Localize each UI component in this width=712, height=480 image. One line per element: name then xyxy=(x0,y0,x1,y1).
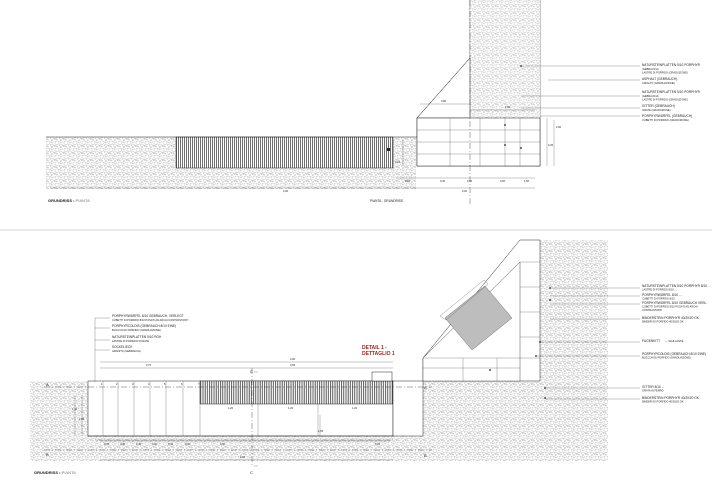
bottom-title: GRUNDRISS • PIANTA xyxy=(34,470,76,475)
cobble-wall-right xyxy=(540,240,608,385)
dim-top-3: 0,40 xyxy=(440,179,446,183)
grate-bottom xyxy=(199,380,394,405)
top-note-line: (GEBRAUCH) xyxy=(642,94,659,98)
detail-label: DETAIL 1 - xyxy=(362,345,387,351)
left-note-title: SOCKEL/ECK xyxy=(112,345,133,349)
right-note-line: LASTRE DI PORFIDO 8/10 ... xyxy=(642,288,677,292)
dim-bottom-1: 3,50 xyxy=(290,363,296,367)
dim-top-6: 1,50 xyxy=(524,179,530,183)
dim-bottom-13: 0,40 xyxy=(220,442,226,446)
bottom-plan: A A B B C C 1 2 3 4 5 6 7 4,00 3,50 3,70… xyxy=(30,239,711,475)
dim-bottom-14: 4,00 xyxy=(240,455,246,459)
right-note-title: NATURSTEINPLATTEN 5/10 PORPHYR 8/10 ... xyxy=(642,284,711,288)
left-note-title: PORPHYRWÜRFEL 8/10 GEBRAUCH, VERLEGT xyxy=(112,314,184,318)
section-mark-c-top: C xyxy=(250,369,253,374)
dim-bottom-11: 0,40 xyxy=(168,442,174,446)
top-note-line: (GEBRAUCH) xyxy=(642,67,659,71)
dim-top-10: 0,15 xyxy=(395,160,401,164)
top-note-title: ASPHALT (GEBRAUCH) xyxy=(642,77,677,81)
dim-bottom-6: 1,40 xyxy=(72,407,78,411)
right-note-line: CONTRASTANTI xyxy=(642,308,662,312)
dim-top-5: 3,60 xyxy=(500,179,506,183)
right-note-line: GRATA IN FERRO xyxy=(642,389,664,393)
dim-top-2: 0,65 xyxy=(405,179,411,183)
right-note-line: BINDERI DI PORFIDO 40/20/20 OK xyxy=(642,320,684,324)
section-mark-a-left: A xyxy=(46,382,49,387)
top-note-line: LASTRE DI PORFIDO (GRADUZIONE) xyxy=(642,98,688,102)
dim-bottom-5: 1,20 xyxy=(352,406,358,410)
top-plan: 4,00 3,00 0,65 0,40 0,50 3,60 1,50 0,80 … xyxy=(46,0,701,205)
bay-number: 7 xyxy=(198,382,200,386)
left-note-title: PORPHYRCOLDIS (GEBRAUCH 8/10 EINE) xyxy=(112,324,176,328)
dim-top-11: 0,25 xyxy=(548,143,554,147)
right-note-title: GITTER 8/10 ... xyxy=(642,385,664,389)
bottom-right-notes: NATURSTEINPLATTEN 5/10 PORPHYR 8/10 ... … xyxy=(642,284,711,404)
section-mark-b-right: B xyxy=(424,453,427,458)
detail-sublabel: DETTAGLIO 1 xyxy=(362,351,395,357)
top-note-line: ASFALTO (GRADUAZIONE) xyxy=(642,81,675,85)
top-note-title: NATURSTEINPLATTEN 5/10 PORPHYR xyxy=(642,90,701,94)
dim-bottom-10: 0,40 xyxy=(152,442,158,446)
bay-number: 6 xyxy=(181,382,183,386)
top-note-title: NATURSTEINPLATTEN 5/10 PORPHYR xyxy=(642,63,701,67)
right-note-line: BLOCCHI DI PORFIDO (GRADUAZIONE) xyxy=(642,356,691,360)
dim-top-8: 2,60 xyxy=(505,105,511,109)
bay-number: 3 xyxy=(132,382,134,386)
dim-bottom-9: 0,45 xyxy=(136,442,142,446)
top-note-line: LASTRE DI PORFIDO (GRADUZIONE) xyxy=(642,71,688,75)
left-note-line: GRANITO (GEBRAUCH) xyxy=(112,349,141,353)
top-note-line: GRATE (GRADUZIONE) xyxy=(642,108,671,112)
dim-top-1: 3,00 xyxy=(462,189,468,193)
dim-bottom-3: 1,20 xyxy=(228,406,234,410)
dim-top-0: 4,00 xyxy=(283,189,289,193)
bay-number: 1 xyxy=(101,382,103,386)
dim-bottom-17: 1,30 xyxy=(79,417,85,421)
bottom-left-notes: PORPHYRWÜRFEL 8/10 GEBRAUCH, VERLEGT CUB… xyxy=(112,314,189,353)
dim-bottom-12: 0,40 xyxy=(185,442,191,446)
right-note-line: CUBETTI DI PORFIDO 8/10 xyxy=(642,297,675,301)
top-note-title: GITTER (GEBRAUCH) xyxy=(642,104,675,108)
dim-bottom-15: 1,05 xyxy=(318,429,324,433)
left-note-title: NATURSTEINPLATTEN 5/10 ROH xyxy=(112,335,162,339)
dim-top-9: 2,90 xyxy=(556,125,562,129)
dim-bottom-2: 3,70 xyxy=(146,363,152,367)
bay-number: 4 xyxy=(148,382,150,386)
dim-bottom-4: 1,20 xyxy=(288,406,294,410)
right-note-title: BINDERSTEIN PORPHYR 40/20/20 OK xyxy=(642,316,700,320)
dim-bottom-0: 4,00 xyxy=(290,357,296,361)
grate-top xyxy=(175,136,394,169)
right-note-line: BINDERI DI PORFIDO 40/20/20 OK xyxy=(642,400,684,404)
right-note-title: PORPHYRWÜRFEL 8/10 ... xyxy=(642,293,682,297)
section-mark-b-left: B xyxy=(46,452,49,457)
section-mark-c-bottom: C xyxy=(250,470,253,475)
dim-top-7: 0,80 xyxy=(441,99,447,103)
top-notes: NATURSTEINPLATTEN 5/10 PORPHYR (GEBRAUCH… xyxy=(642,63,701,122)
right-note-line: CUBETTI DI PORFIDO 8/10 POSATI AD ARCHI xyxy=(642,305,698,309)
right-note-title: BINDERSTEIN PORPHYR 40/20/20 OK xyxy=(642,396,700,400)
top-note-line: CUBETTI DI PORFIDO (GRADUZIONE) xyxy=(642,118,689,122)
right-note-title: PORPHYRWÜRFEL 8/10 GEBRAUCH VERL. xyxy=(642,301,707,305)
left-note-line: BLOCCHI DI PORFIDO (GRADUAZIONE) xyxy=(112,328,161,332)
right-note-line: — SIGILLANTE xyxy=(665,339,684,343)
dim-bottom-8: 0,40 xyxy=(120,442,126,446)
dim-bottom-16: 0,25 xyxy=(375,442,381,446)
left-note-line: LASTRE DI PORFIDO POSATE xyxy=(112,339,149,343)
bay-number: 2 xyxy=(116,382,118,386)
dim-bottom-7: 0,45 xyxy=(104,442,110,446)
left-note-line: CUBETTI DI PORFIDO 8/10 POSATI AD ARCHI … xyxy=(112,318,189,322)
top-section-label: PIANTA - GRUNDRISS xyxy=(370,199,403,203)
top-title: GRUNDRISS • PIANTA xyxy=(48,198,90,203)
bay-number: 5 xyxy=(164,382,166,386)
section-mark-a-right: A xyxy=(424,385,427,390)
right-note-title: FUGENKITT xyxy=(642,339,660,343)
top-note-title: PORPHYRWÜRFEL (GEBRAUCH) xyxy=(642,114,692,118)
right-note-title: PORPHYRCOLDIS (GEBRAUCH 8/10 EINE) xyxy=(642,352,706,356)
dim-top-4: 0,50 xyxy=(467,179,473,183)
stone-block xyxy=(444,285,513,351)
